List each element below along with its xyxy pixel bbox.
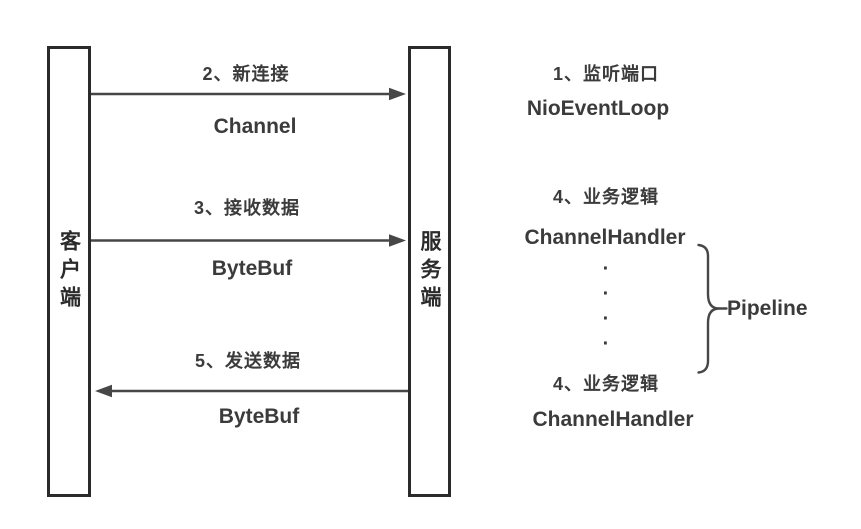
client-bar: 客户端 — [47, 46, 91, 497]
business-logic-top-step-label: 4、业务逻辑 — [552, 187, 660, 207]
flow-receive-data-step-label: 3、接收数据 — [193, 198, 301, 218]
listen-port-step-label: 1、监听端口 — [552, 64, 660, 84]
pipeline-dot: · — [602, 258, 610, 280]
business-logic-bottom-step-label: 4、业务逻辑 — [552, 374, 660, 394]
pipeline-dot: · — [602, 283, 610, 305]
receive-data-arrow-icon — [91, 234, 406, 247]
pipeline-dot: · — [602, 333, 610, 355]
pipeline-handlers-ellipsis: · · · · — [603, 257, 610, 357]
server-bar: 服务端 — [408, 46, 451, 497]
pipeline-dot: · — [602, 308, 610, 330]
channel-handler-bottom-label: ChannelHandler — [532, 408, 694, 431]
nio-event-loop-label: NioEventLoop — [526, 97, 670, 120]
client-bar-label: 客户端 — [57, 229, 81, 314]
new-connection-arrow-icon — [91, 87, 406, 101]
flow-receive-data-payload-label: ByteBuf — [211, 257, 293, 280]
channel-handler-top-label: ChannelHandler — [524, 226, 686, 249]
pipeline-label: Pipeline — [727, 297, 808, 320]
pipeline-brace-icon — [697, 243, 728, 374]
flow-new-connection-step-label: 2、新连接 — [202, 64, 290, 84]
flow-send-data-step-label: 5、发送数据 — [194, 351, 302, 371]
server-bar-label: 服务端 — [418, 229, 441, 314]
flow-send-data-payload-label: ByteBuf — [218, 405, 300, 428]
send-data-arrow-icon — [95, 384, 408, 398]
flow-new-connection-payload-label: Channel — [213, 115, 297, 138]
